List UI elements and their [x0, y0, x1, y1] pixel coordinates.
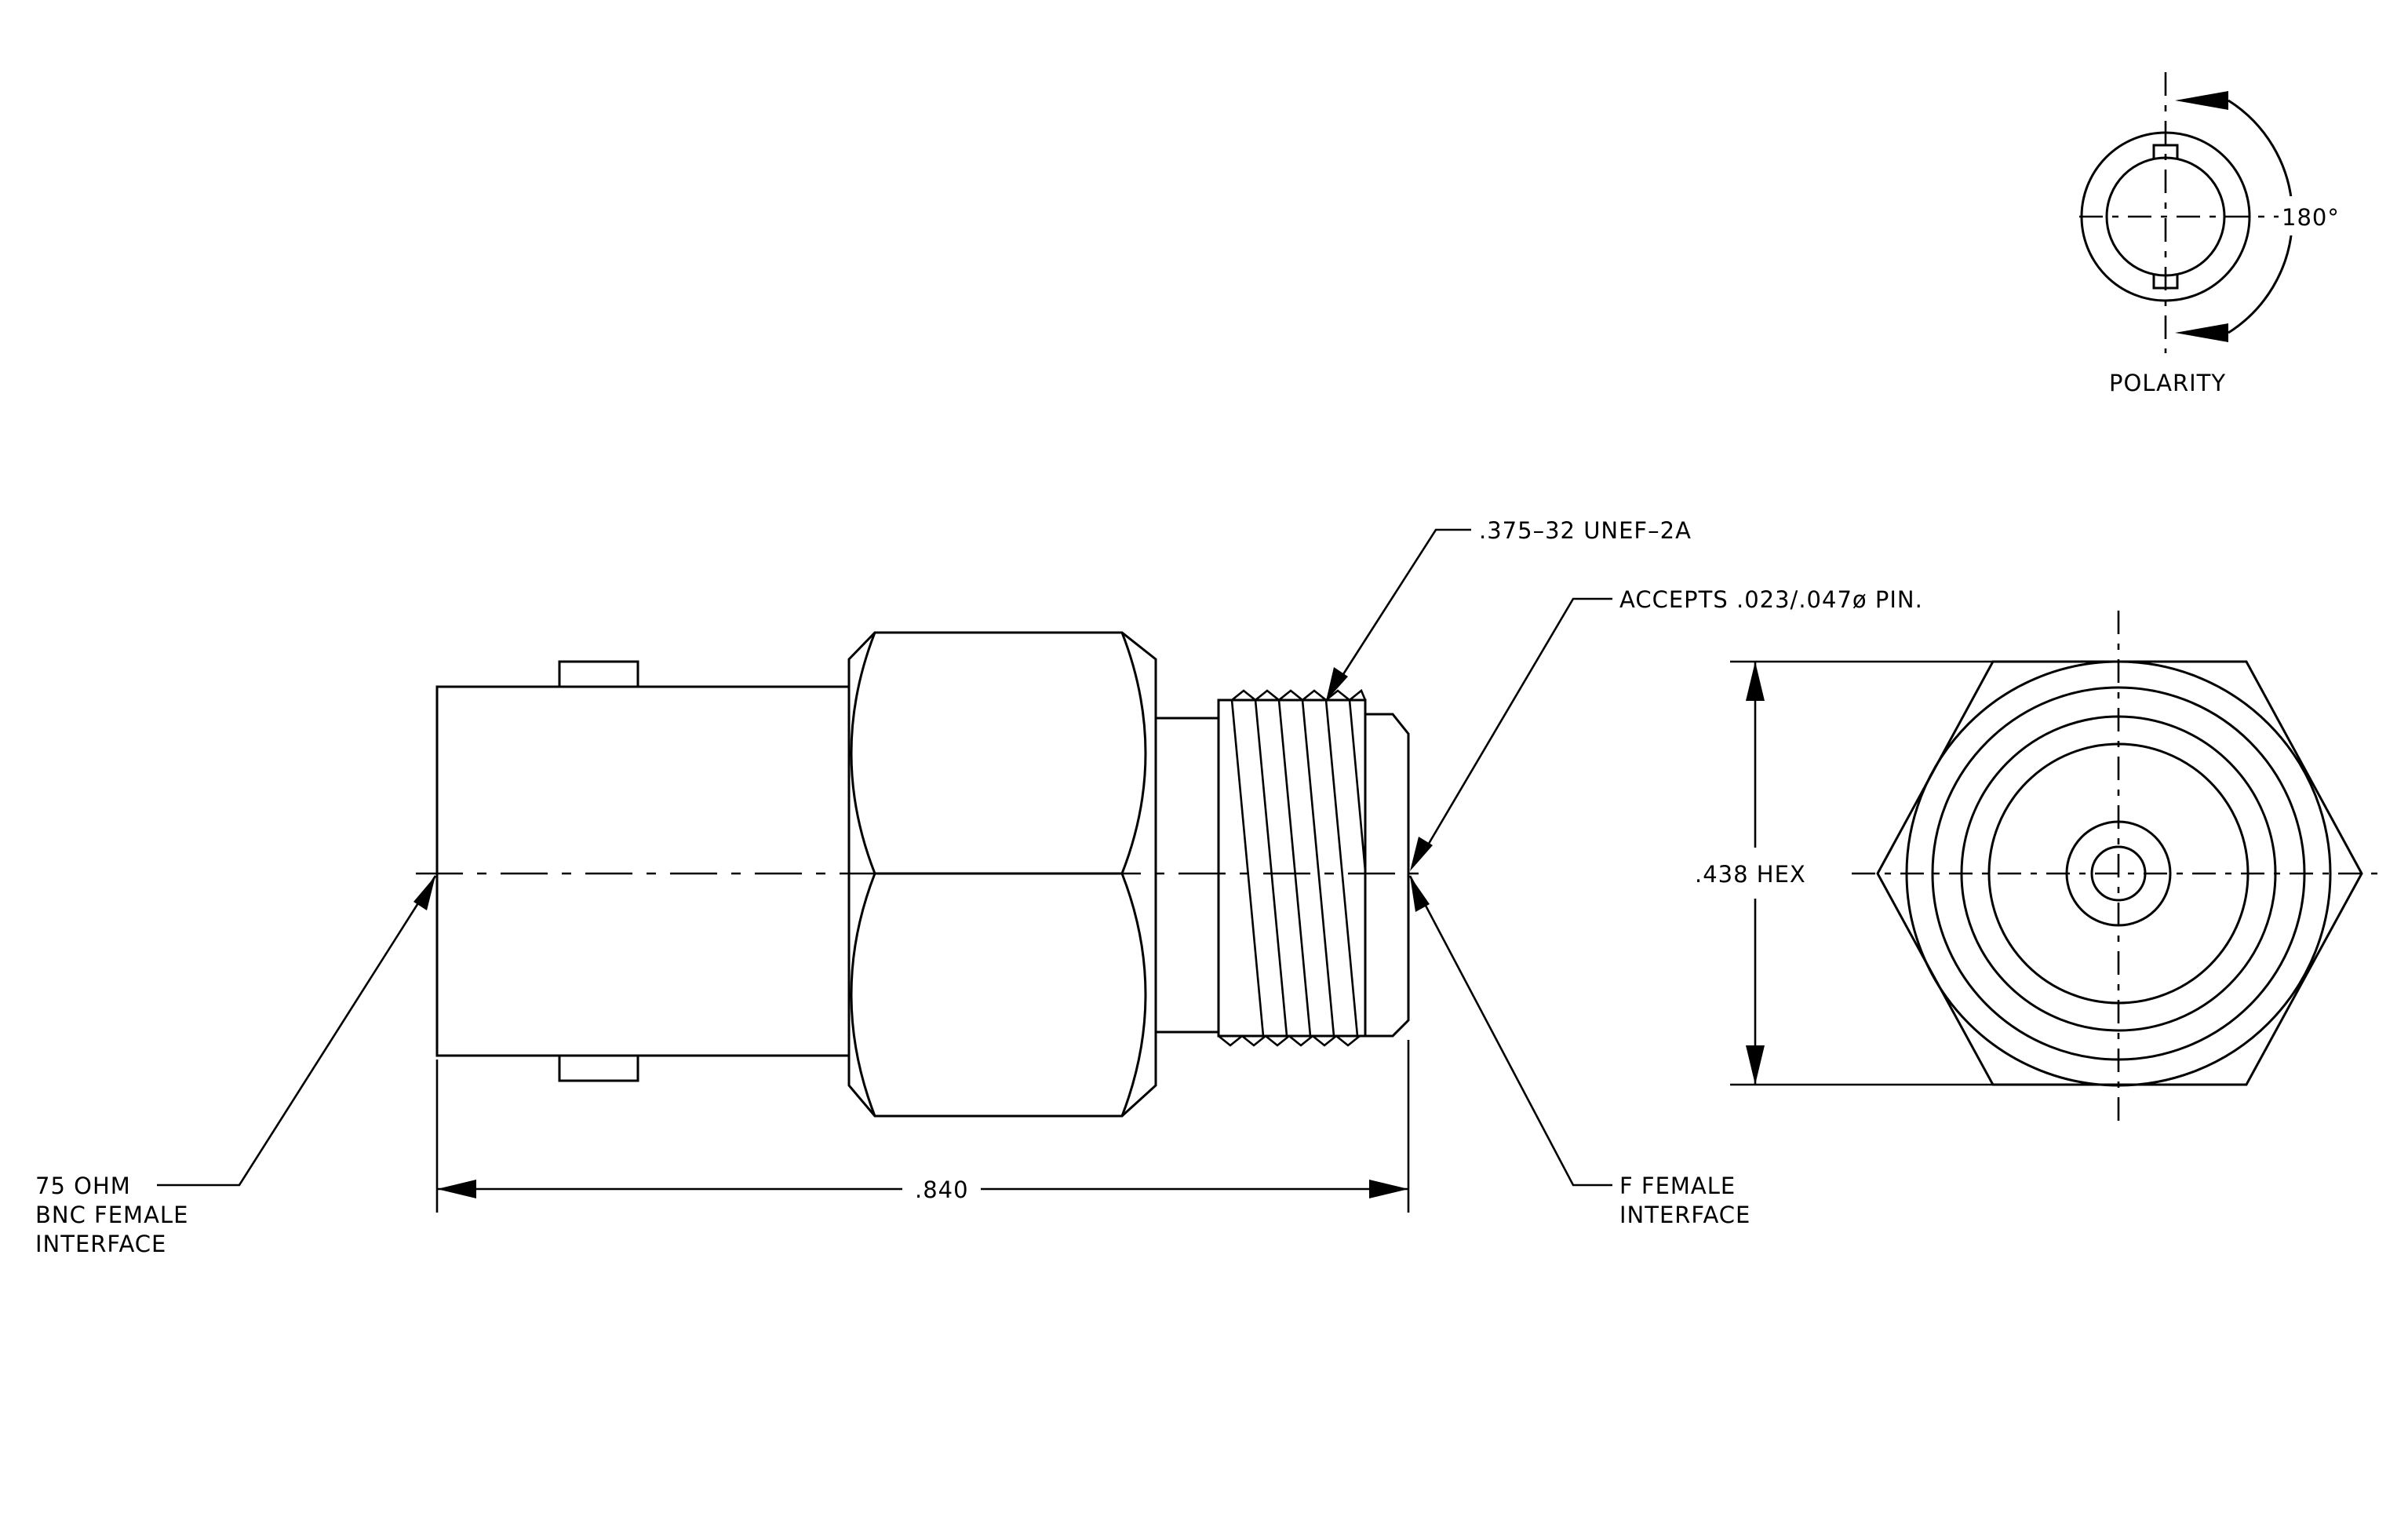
- pin-callout: ACCEPTS .023/.047ø PIN.: [1619, 586, 1923, 613]
- f-female-leader: [1408, 875, 1612, 1187]
- bnc-leader: [157, 875, 437, 1187]
- polarity-arrow-top: [2175, 91, 2228, 110]
- thread-callout: .375–32 UNEF–2A: [1479, 517, 1692, 544]
- bnc-body: [435, 685, 851, 1057]
- bnc-label-3: INTERFACE: [35, 1231, 166, 1257]
- end-view: .438 HEX: [1695, 611, 2385, 1130]
- thread-lines: [1218, 688, 1367, 1047]
- polarity-view: 180° POLARITY: [2079, 72, 2349, 396]
- bnc-bayonet-pin-bottom: [558, 1054, 639, 1082]
- bnc-label-2: BNC FEMALE: [35, 1202, 188, 1228]
- polarity-arrow-bottom: [2175, 323, 2228, 342]
- f-female-leader-arrow: [1410, 876, 1430, 912]
- pin-leader: [1423, 597, 1612, 852]
- polarity-key-top: [2152, 144, 2179, 159]
- thread-leader-arrow: [1326, 667, 1348, 701]
- bnc-label-1: 75 OHM: [35, 1173, 131, 1199]
- f-female-label-1: F FEMALE: [1619, 1173, 1736, 1199]
- hex-dim-arrow-bottom: [1746, 1045, 1765, 1085]
- bnc-leader-arrow: [413, 876, 435, 910]
- thread-body: [1217, 698, 1367, 1038]
- thread-leader: [1336, 528, 1471, 684]
- pin-leader-arrow: [1410, 837, 1433, 871]
- hex-dim-arrow-top: [1746, 662, 1765, 701]
- connector-neck: [1154, 717, 1220, 1034]
- f-female-label-2: INTERFACE: [1619, 1202, 1750, 1228]
- length-dimension: .840: [915, 1176, 969, 1203]
- angle-label: 180°: [2282, 204, 2340, 231]
- hex-nut-outline: [847, 631, 1157, 1118]
- hex-dimension: .438 HEX: [1695, 861, 1806, 888]
- angle-label-bg: [2279, 196, 2349, 235]
- side-view: .840 .375–32 UNEF–2A ACCEPTS .023/.047ø …: [35, 517, 1923, 1257]
- bnc-bayonet-pin-top: [558, 660, 639, 688]
- thread-end-cap: [1364, 713, 1410, 1038]
- dim-arrow-right: [1369, 1180, 1408, 1198]
- polarity-label: POLARITY: [2109, 370, 2226, 396]
- dim-arrow-left: [437, 1180, 476, 1198]
